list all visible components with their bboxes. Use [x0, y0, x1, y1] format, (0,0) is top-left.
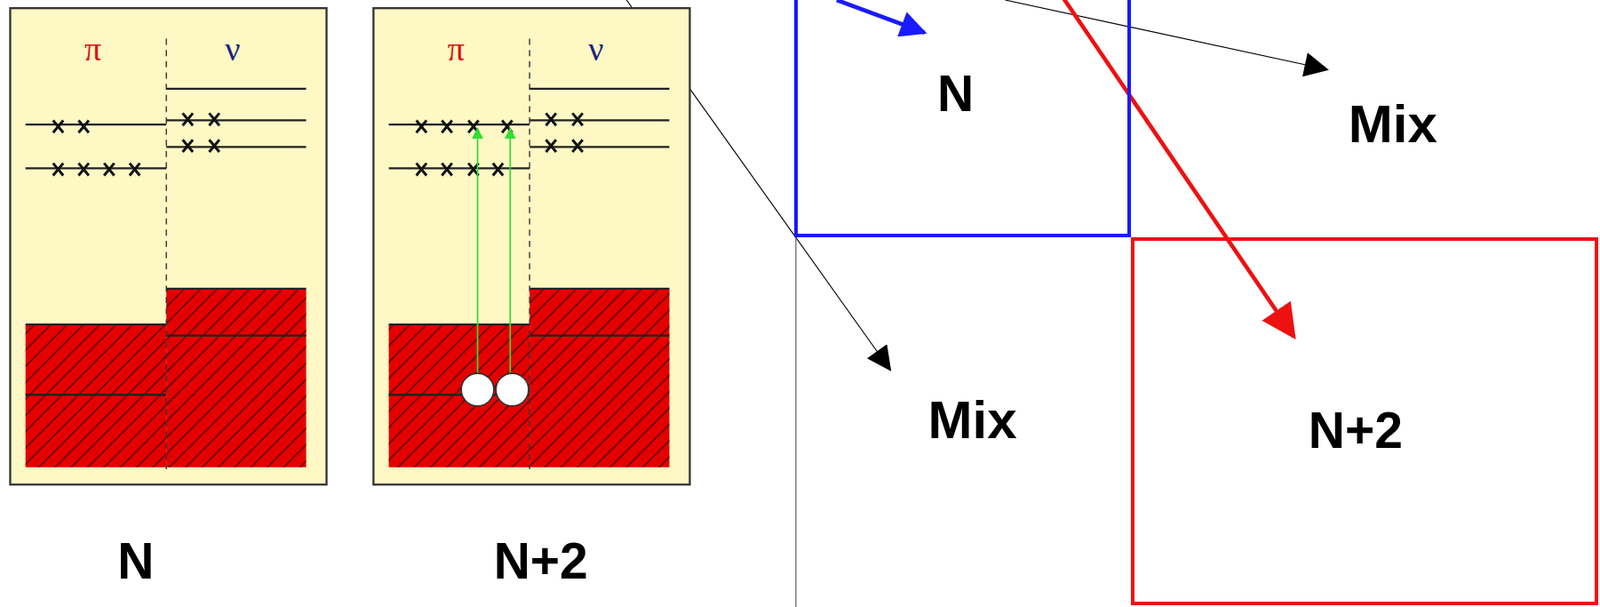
level-scheme-panel: πνN: [9, 7, 327, 580]
block-label: N+2: [1308, 404, 1403, 455]
nucleon-label: π: [84, 31, 102, 66]
nucleon-label: ν: [224, 31, 240, 66]
configuration-block: N+2: [1130, 237, 1599, 605]
nucleon-label: π: [447, 31, 465, 66]
configuration-block: N: [794, 0, 1131, 238]
nucleon-label: ν: [588, 31, 604, 66]
level-scheme-panel: πνN+2: [373, 7, 690, 580]
region-label: Mix: [1348, 97, 1438, 152]
region-label: Mix: [928, 393, 1018, 447]
panel-label: N+2: [493, 535, 589, 587]
block-label: N: [937, 68, 974, 120]
panel-label: N: [117, 535, 154, 587]
